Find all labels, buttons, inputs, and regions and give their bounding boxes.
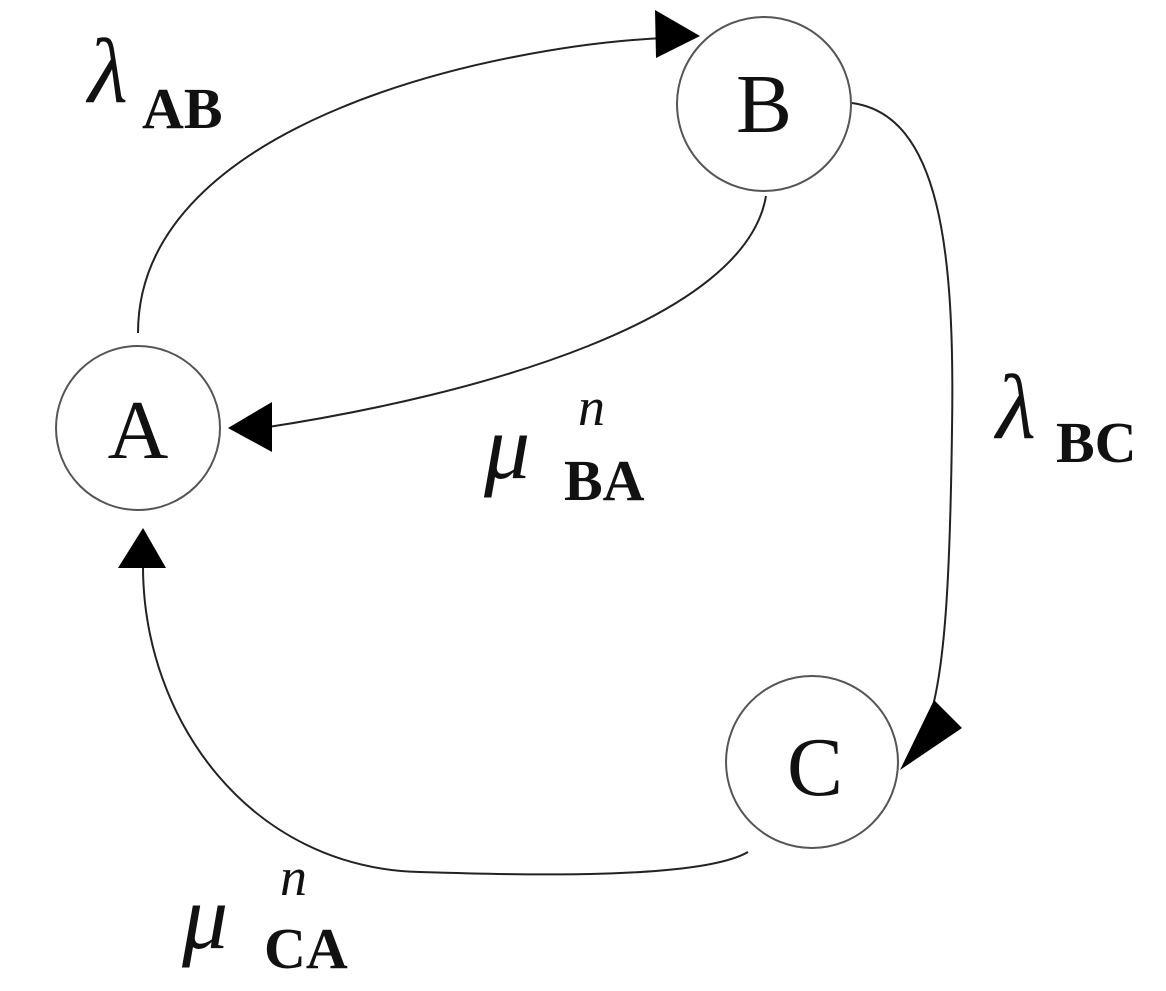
edge-a-to-b [137, 37, 666, 334]
label-mu-ba-symbol: μ [483, 396, 530, 498]
node-b-label: B [736, 58, 792, 151]
label-lambda-ab-symbol: λ [85, 20, 128, 122]
node-b: B [676, 16, 852, 192]
label-mu-ca: μ n CA [181, 847, 348, 981]
label-lambda-bc-subscript: BC [1056, 410, 1137, 475]
arrowhead-a-to-b [655, 10, 700, 58]
label-lambda-ab-subscript: AB [142, 76, 223, 141]
arrowhead-c-to-a [118, 528, 166, 568]
edge-b-to-c [851, 102, 954, 711]
edge-b-to-a [261, 195, 767, 429]
label-mu-ca-superscript: n [280, 847, 307, 907]
label-mu-ca-subscript: CA [264, 916, 348, 981]
label-mu-ba: μ n BA [483, 377, 645, 513]
label-mu-ba-superscript: n [578, 377, 605, 437]
node-a: A [55, 345, 221, 511]
edge-c-to-a [142, 565, 749, 876]
label-lambda-ab: λ AB [85, 20, 223, 141]
node-a-label: A [108, 384, 169, 477]
label-lambda-bc: λ BC [993, 356, 1137, 475]
label-mu-ca-symbol: μ [181, 866, 228, 968]
arrowhead-b-to-a [228, 402, 272, 452]
label-mu-ba-subscript: BA [564, 448, 645, 513]
label-lambda-bc-symbol: λ [993, 356, 1036, 458]
node-c: C [725, 675, 899, 849]
arrowhead-b-to-c [900, 700, 962, 770]
node-c-label: C [787, 721, 843, 814]
